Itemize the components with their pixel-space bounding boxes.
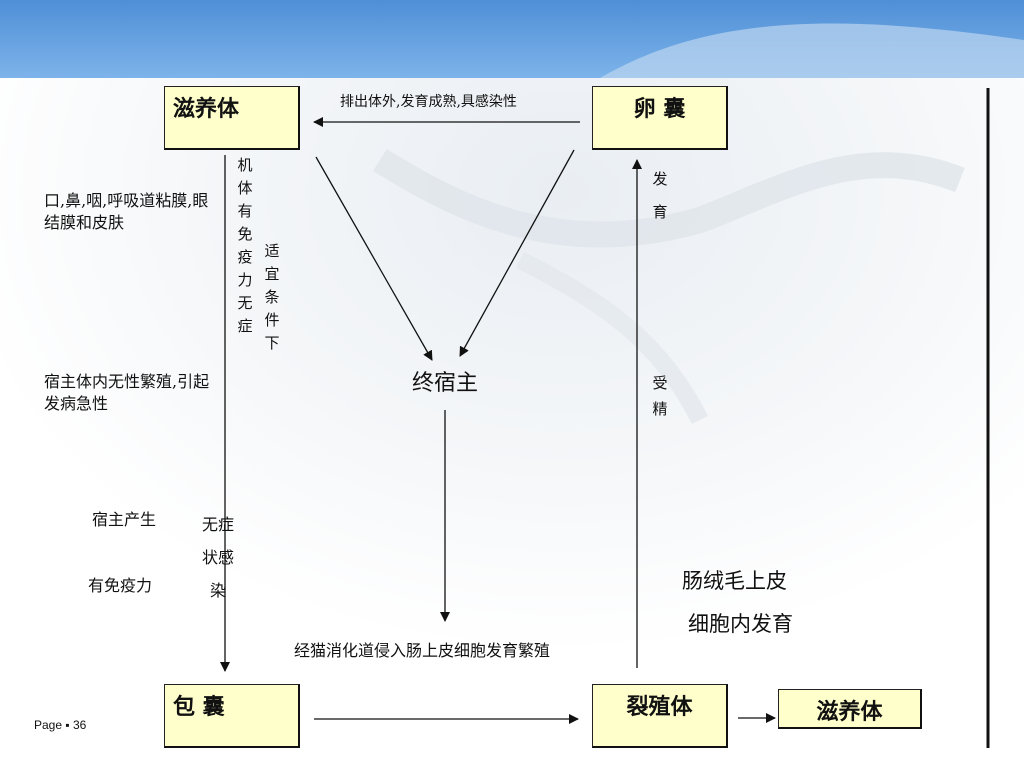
immune-column-label: 机体有免疫力无症 [237, 156, 253, 335]
cyst-node: 包 囊 [164, 684, 300, 748]
top-edge-label: 排出体外,发育成熟,具感染性 [340, 94, 517, 110]
asymptomatic-infection-label: 无症状感染 [201, 515, 234, 600]
asexual-reproduction-label: 宿主体内无性繁殖,引起发病急性 [44, 372, 210, 413]
host-immunity-label-2: 有免疫力 [88, 576, 153, 595]
cat-path-label: 经猫消化道侵入肠上皮细胞发育繁殖 [294, 641, 551, 660]
trophozoite-node-top: 滋养体 [164, 86, 300, 150]
fertilization-label: 受精 [652, 374, 668, 418]
page-number: Page ▪ 36 [34, 718, 87, 732]
trophozoite-node-bottom: 滋养体 [778, 689, 922, 729]
entry-site-label: 口,鼻,咽,呼吸道粘膜,眼结膜和皮肤 [44, 191, 209, 232]
intestinal-development-label-2: 细胞内发育 [688, 612, 793, 636]
intestinal-development-label-1: 肠绒毛上皮 [682, 569, 787, 593]
final-host-label: 终宿主 [412, 371, 479, 396]
host-immunity-label-1: 宿主产生 [92, 510, 157, 529]
development-label: 发育 [652, 170, 668, 221]
schizont-node: 裂殖体 [592, 684, 728, 748]
suitable-column-label: 适宜条件下 [264, 242, 280, 352]
oocyst-node: 卵 囊 [592, 86, 728, 150]
